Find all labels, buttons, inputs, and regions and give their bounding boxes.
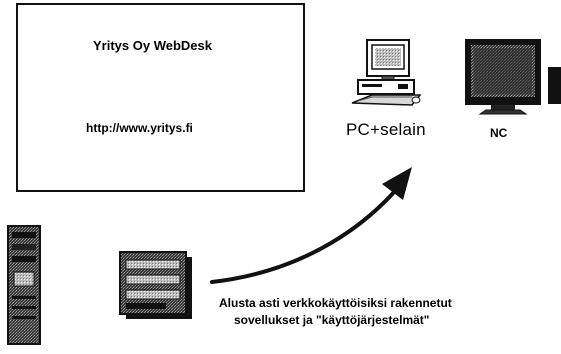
webdesk-url: http://www.yritys.fi — [86, 121, 193, 135]
caption-line-1: Alusta asti verkkokäyttöisiksi rakennetu… — [219, 296, 452, 310]
nc-monitor-icon — [465, 39, 561, 115]
webdesk-panel — [16, 3, 305, 192]
webdesk-title: Yritys Oy WebDesk — [93, 38, 212, 53]
pc-computer-icon — [351, 39, 422, 106]
applications-stack-icon — [119, 251, 192, 319]
curved-arrow — [210, 167, 412, 284]
server-tower-icon — [7, 225, 41, 345]
nc-label: NC — [490, 126, 508, 140]
pc-label: PC+selain — [346, 120, 426, 139]
caption-line-2: sovellukset ja "käyttöjärjestelmät" — [234, 313, 430, 327]
